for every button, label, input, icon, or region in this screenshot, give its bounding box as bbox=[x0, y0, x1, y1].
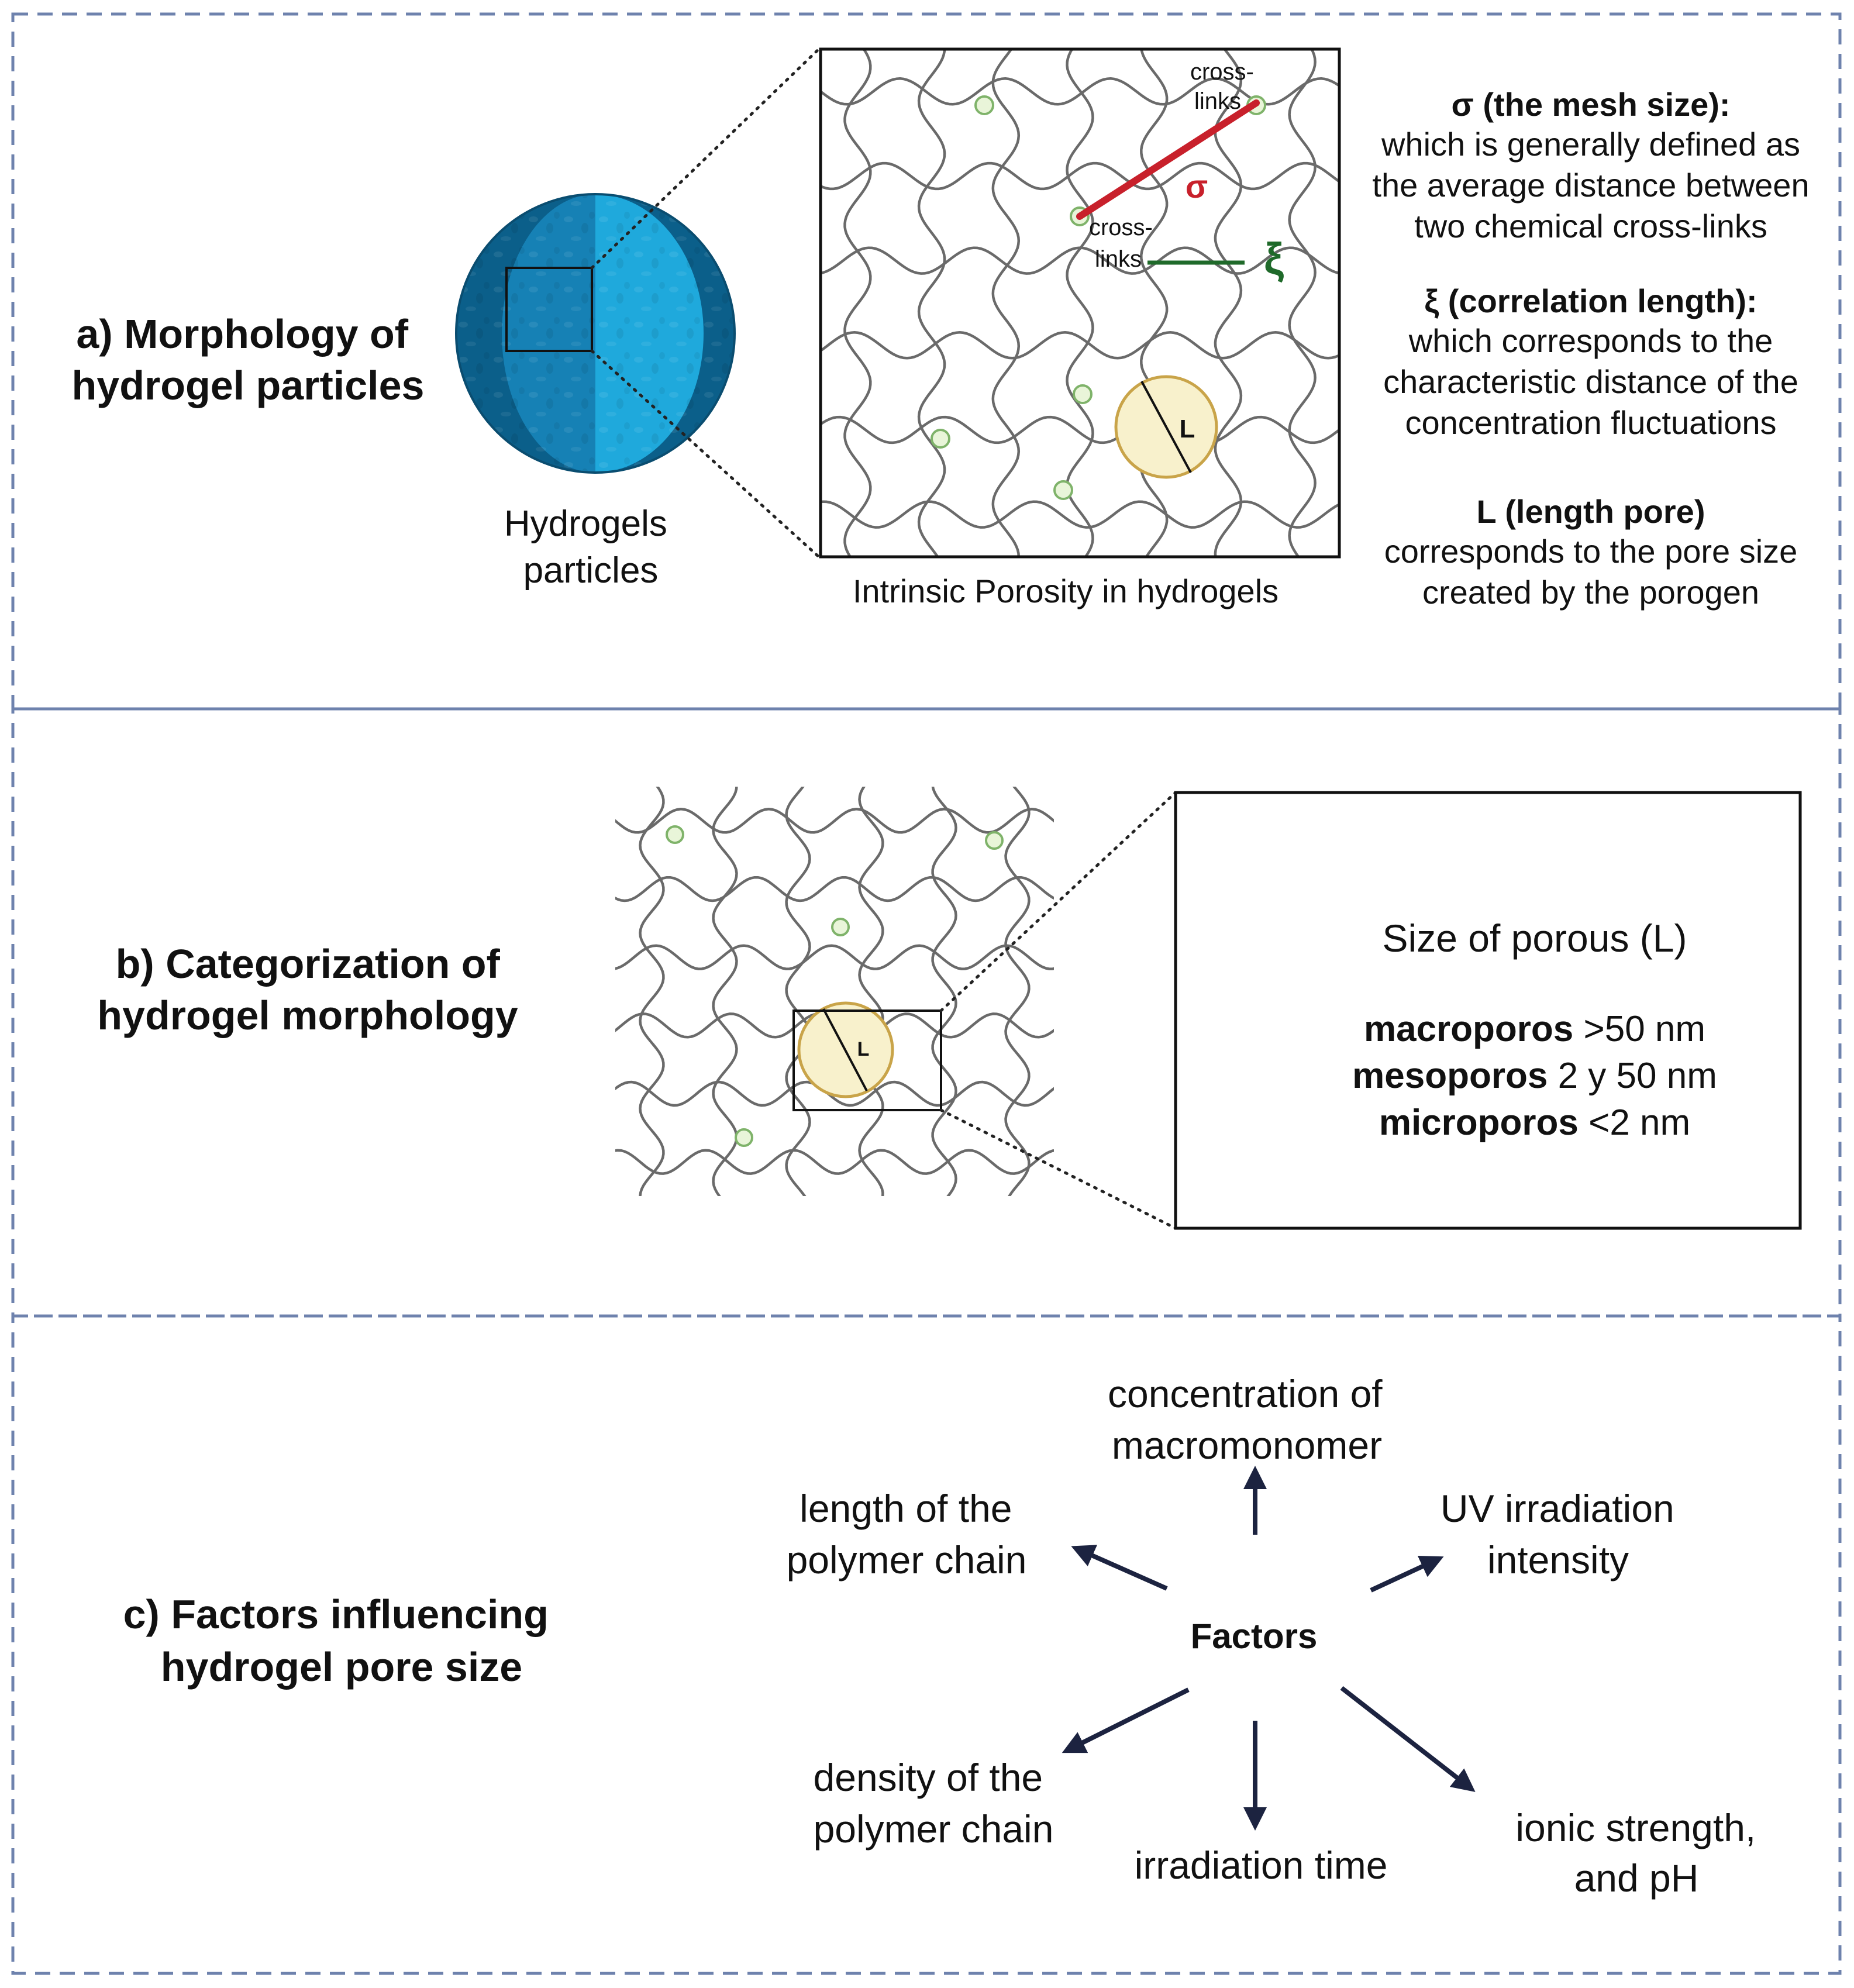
polymer-chain bbox=[821, 161, 1339, 191]
crosslink-node bbox=[974, 95, 994, 115]
polymer-chain bbox=[615, 1080, 1054, 1107]
network-b bbox=[615, 787, 1054, 1196]
definitions: σ (the mesh size): which is generally de… bbox=[1372, 86, 1809, 611]
factor-irradiation-time: irradiation time bbox=[1135, 1844, 1388, 1887]
arrow-lower-left bbox=[1062, 1687, 1190, 1753]
polymer-chain bbox=[1066, 49, 1094, 557]
polymer-chain bbox=[931, 787, 957, 1196]
crosslink-node bbox=[831, 918, 850, 936]
polymer-chain bbox=[639, 787, 665, 1196]
factor-chain-length: length of the polymer chain bbox=[787, 1487, 1027, 1582]
polymer-chain bbox=[615, 944, 1054, 970]
sigma-symbol: σ bbox=[1186, 168, 1208, 205]
factors-center: Factors bbox=[1191, 1617, 1318, 1656]
crosslink-node bbox=[735, 1128, 753, 1147]
polymer-chain bbox=[1140, 49, 1169, 557]
particle-label: Hydrogels particles bbox=[504, 504, 677, 591]
category-macro: macroporos >50 nm bbox=[1364, 1009, 1705, 1049]
pore-symbol-a: L bbox=[1180, 415, 1195, 443]
xi-symbol: ξ bbox=[1264, 234, 1284, 284]
panel-c-frame bbox=[11, 1314, 1842, 1975]
zoom-caption-a: Intrinsic Porosity in hydrogels bbox=[853, 573, 1278, 609]
panel-a: a) Morphology of hydrogel particles Hydr… bbox=[72, 47, 1810, 611]
crosslink-node bbox=[985, 831, 1004, 850]
panel-b: b) Categorization of hydrogel morphology… bbox=[97, 787, 1802, 1230]
polymer-chain bbox=[821, 500, 1339, 529]
arrow-upper-left bbox=[1071, 1545, 1168, 1591]
pore-b: L bbox=[797, 1001, 894, 1098]
network-zoom-a bbox=[821, 49, 1339, 557]
arrow-upper-right bbox=[1370, 1555, 1444, 1593]
factor-concentration: concentration of macromonomer bbox=[1108, 1372, 1393, 1467]
definition-l-term: L (length pore) bbox=[1477, 493, 1705, 530]
hydrogel-particle bbox=[455, 193, 736, 474]
definition-sigma-line-3: two chemical cross-links bbox=[1414, 208, 1767, 244]
factor-density: density of the polymer chain bbox=[814, 1756, 1054, 1851]
polymer-chain bbox=[1004, 787, 1031, 1196]
polymer-chain bbox=[917, 49, 946, 557]
polymer-chain bbox=[991, 49, 1021, 557]
crosslink-label-top: cross- links bbox=[1190, 59, 1260, 114]
definition-l-line-2: created by the porogen bbox=[1422, 574, 1759, 611]
polymer-chain bbox=[843, 49, 872, 557]
polymer-chain bbox=[821, 331, 1339, 360]
category-meso: mesoporos 2 y 50 nm bbox=[1352, 1056, 1717, 1096]
polymer-chain bbox=[858, 787, 884, 1196]
definition-xi-line-2: characteristic distance of the bbox=[1383, 363, 1798, 400]
crosslink-node bbox=[1073, 384, 1093, 404]
definition-l-line-1: corresponds to the pore size bbox=[1384, 533, 1798, 570]
definition-xi-term: ξ (correlation length): bbox=[1424, 282, 1757, 319]
category-micro: microporos <2 nm bbox=[1379, 1102, 1690, 1143]
crosslink-node bbox=[931, 429, 950, 449]
zoom-line-top-a bbox=[590, 47, 821, 270]
factor-ionic-strength: ionic strength, and pH bbox=[1515, 1806, 1766, 1900]
crosslink-label-mid: cross- links bbox=[1089, 215, 1159, 272]
pore-a: L bbox=[1114, 375, 1218, 479]
polymer-chain bbox=[615, 808, 1054, 834]
zoom-line-bottom-a bbox=[590, 349, 821, 559]
polymer-chain bbox=[615, 876, 1054, 902]
polymer-chain bbox=[821, 415, 1339, 445]
definition-sigma-term: σ (the mesh size): bbox=[1451, 86, 1730, 123]
definition-sigma-line-2: the average distance between bbox=[1372, 167, 1809, 204]
crosslink-node bbox=[666, 825, 684, 844]
definition-xi-line-1: which corresponds to the bbox=[1408, 322, 1773, 359]
panel-c: c) Factors influencing hydrogel pore siz… bbox=[123, 1372, 1766, 1900]
panel-a-title: a) Morphology of hydrogel particles bbox=[72, 311, 425, 408]
zoom-region-a bbox=[505, 267, 593, 352]
definition-xi-line-3: concentration fluctuations bbox=[1405, 404, 1776, 441]
pore-size-box bbox=[1174, 791, 1802, 1230]
polymer-chain bbox=[615, 1149, 1054, 1175]
network-zoom-frame-a bbox=[819, 47, 1341, 559]
arrow-lower-right bbox=[1340, 1686, 1476, 1792]
panel-b-title: b) Categorization of hydrogel morphology bbox=[97, 941, 518, 1038]
pore-symbol-b: L bbox=[857, 1038, 870, 1060]
pore-size-box-title: Size of porous (L) bbox=[1383, 917, 1687, 960]
mesh-size-sigma-line bbox=[1076, 99, 1260, 220]
definition-sigma-line-1: which is generally defined as bbox=[1381, 126, 1800, 163]
polymer-chain bbox=[785, 787, 811, 1196]
factor-uv-intensity: UV irradiation intensity bbox=[1441, 1487, 1685, 1582]
polymer-chain bbox=[712, 787, 738, 1196]
crosslink-node bbox=[1053, 480, 1073, 500]
zoom-line-bottom-b bbox=[939, 1108, 1177, 1230]
zoom-region-b bbox=[792, 1009, 942, 1111]
polymer-chain bbox=[1288, 49, 1317, 557]
panel-c-title: c) Factors influencing hydrogel pore siz… bbox=[123, 1591, 560, 1690]
panel-a-frame bbox=[11, 12, 1842, 711]
